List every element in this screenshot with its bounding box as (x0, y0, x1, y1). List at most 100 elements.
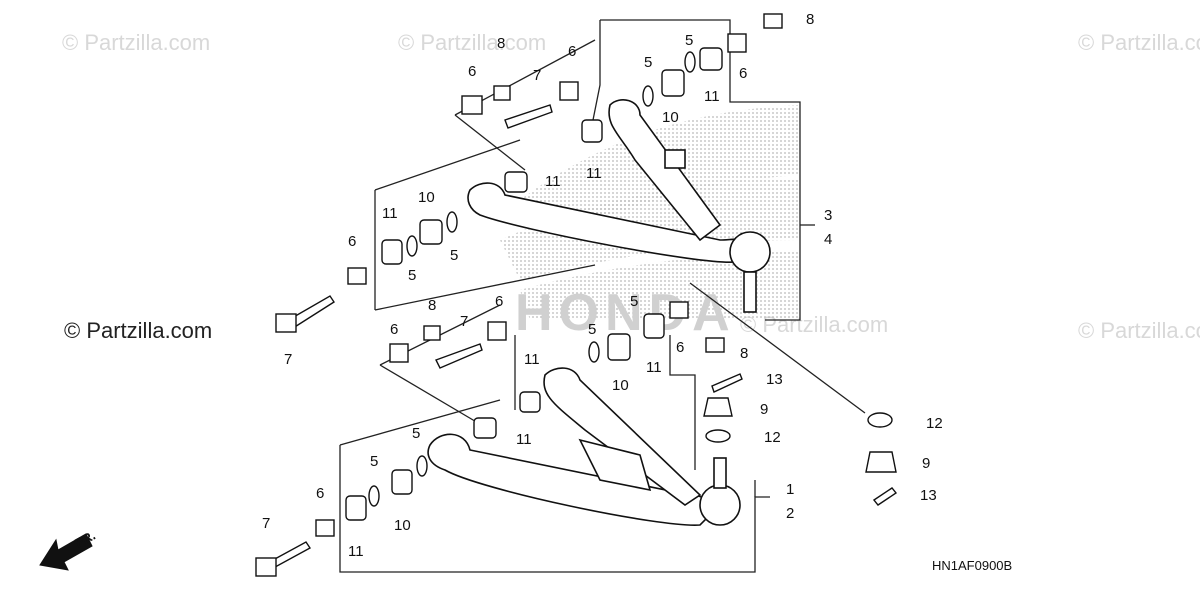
callout-6-lower-left: 6 (316, 485, 324, 502)
seal-5-upper-a (406, 235, 418, 257)
callout-6-lower-a: 6 (495, 293, 503, 310)
watermark-middle-left: © Partzilla.com (64, 318, 213, 343)
hardware-parts (255, 13, 898, 577)
callout-5-top: 5 (685, 32, 693, 49)
castle-nut-9-right (865, 451, 897, 473)
callout-12-right: 12 (926, 415, 943, 432)
callout-10-upper-arm: 10 (418, 189, 435, 206)
callout-6-lower-b: 6 (390, 321, 398, 338)
callout-13-lower: 13 (766, 371, 783, 388)
callout-11-upper-left: 11 (382, 205, 398, 222)
lower-control-arm (427, 367, 741, 526)
callout-13-right: 13 (920, 487, 937, 504)
watermark-top-center: © Partzilla.com (398, 30, 547, 55)
bushing-11-top (699, 47, 723, 71)
callout-5-upper-b: 5 (450, 247, 458, 264)
collar-6-lower-left (315, 519, 335, 537)
upper-arm-bracket (664, 149, 686, 169)
callout-5-lower-b: 5 (370, 453, 378, 470)
nut-8-lower-right (705, 337, 725, 353)
bolt-7-upper (504, 104, 553, 129)
upper-ball-joint-stud (743, 271, 757, 313)
callout-8-lower-right: 8 (740, 345, 748, 362)
callout-10-lower-mid: 10 (612, 377, 629, 394)
bolt-head-7-lower-left (255, 557, 277, 577)
bushing-11-upper-left (381, 239, 403, 265)
diagram-code: HN1AF0900B (932, 558, 1013, 573)
bushing-10-top (661, 69, 685, 97)
callout-4: 4 (824, 231, 832, 248)
collar-6-top (727, 33, 747, 53)
callout-2: 2 (786, 505, 794, 522)
callout-7-upper: 7 (533, 67, 541, 84)
callout-6-top-right: 6 (739, 65, 747, 82)
callout-5-lower-a: 5 (412, 425, 420, 442)
nut-8-top (763, 13, 783, 29)
callout-11-upper-mid: 11 (586, 165, 602, 182)
collar-6-lower-right (669, 301, 689, 319)
callout-10-top: 10 (662, 109, 679, 126)
callout-11-lower-mid-2: 11 (524, 351, 540, 368)
collar-6-lower-a (487, 321, 507, 341)
seal-5-lower-mid (588, 341, 600, 363)
callout-3: 3 (824, 207, 832, 224)
cotter-pin-13-lower (711, 373, 743, 393)
bolt-head-7-upper-left (275, 313, 297, 333)
watermark-top-right: © Partzilla.com (1078, 30, 1200, 55)
callout-12-lower: 12 (764, 429, 781, 446)
callout-11-upper-arm: 11 (545, 173, 561, 190)
bushing-11-lower-arm (473, 417, 497, 439)
bushing-10-lower-mid (607, 333, 631, 361)
seal-5-lower-a (368, 485, 380, 507)
seal-5-lower-b (416, 455, 428, 477)
bushing-11-upper-mid (581, 119, 603, 143)
collar-6-upper (461, 95, 483, 115)
callout-8-top-right: 8 (806, 11, 814, 28)
nut-8-upper (493, 85, 511, 101)
callout-8-upper: 8 (497, 35, 505, 52)
callout-11-lower-arm: 11 (516, 431, 532, 448)
callout-numbers: 8 6 5 5 11 10 11 11 6 8 7 6 10 11 5 5 6 … (262, 11, 943, 560)
collar-6-upper-b (559, 81, 579, 101)
leader-lines (339, 19, 866, 573)
callout-6-lower-right: 6 (676, 339, 684, 356)
bushing-10-lower (391, 469, 413, 495)
honda-logo-text: HONDA (515, 284, 736, 342)
watermark-middle-right: © Partzilla.com (1078, 318, 1200, 343)
cotter-pin-13-right (872, 487, 898, 506)
lower-ball-joint-stud (713, 457, 727, 489)
callout-11-lower-mid: 11 (646, 359, 662, 376)
collar-6-upper-left (347, 267, 367, 285)
front-direction-arrow: FR. (39, 528, 98, 571)
washer-12-right (867, 412, 893, 428)
bushing-10-upper (419, 219, 443, 245)
lower-ball-joint (699, 484, 741, 526)
callout-5-upper-a: 5 (408, 267, 416, 284)
callout-5-top-2: 5 (644, 54, 652, 71)
callout-7-lower: 7 (460, 313, 468, 330)
washer-12-lower (705, 429, 731, 443)
callout-6-upper-left: 6 (348, 233, 356, 250)
callout-6-upper-b: 6 (568, 43, 576, 60)
callout-10-lower-left: 10 (394, 517, 411, 534)
callout-9-lower: 9 (760, 401, 768, 418)
callout-11-lower-left: 11 (348, 543, 364, 560)
callout-11-top: 11 (704, 88, 720, 105)
callout-7-upper-left: 7 (284, 351, 292, 368)
upper-control-arm (467, 99, 771, 313)
callout-9-right: 9 (922, 455, 930, 472)
bushing-11-lower-upper (519, 391, 541, 413)
callout-7-lower-left: 7 (262, 515, 270, 532)
castle-nut-9-lower (703, 397, 733, 417)
upper-ball-joint (729, 231, 771, 273)
callout-5-lower: 5 (630, 293, 638, 310)
bushing-11-upper-arm (504, 171, 528, 193)
collar-6-lower-b (389, 343, 409, 363)
seal-5-top-2 (642, 85, 654, 107)
nut-8-lower (423, 325, 441, 341)
callout-5-lower-mid: 5 (588, 321, 596, 338)
seal-5-top (684, 51, 696, 73)
callout-6-upper-a: 6 (468, 63, 476, 80)
bolt-7-lower (435, 343, 483, 369)
